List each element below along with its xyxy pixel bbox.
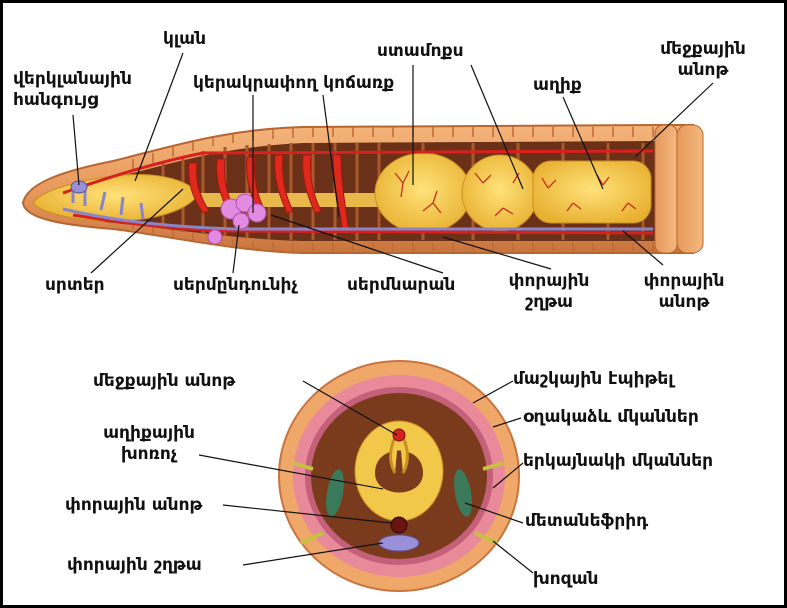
label-seminal-vesicle: սերմնարան (347, 275, 455, 296)
label-hearts: կերակրափող կոճառք (193, 73, 394, 94)
label-crop: ստամոքս (377, 41, 464, 62)
cs-ventral-nerve (379, 535, 419, 551)
label-seminal-receptacle: սերմընդունիչ (173, 275, 298, 296)
label-cs-typhlosole: աղիքային խոռոչ (99, 423, 199, 465)
label-intestine: աղիք (533, 75, 582, 96)
cs-ventral-vessel (391, 517, 407, 533)
label-cs-nephridium: մետանեֆրիդ (525, 511, 648, 532)
label-pharynx: կլան (163, 29, 206, 50)
cs-typhlosole (375, 451, 423, 493)
label-cs-setae: խոզան (533, 569, 598, 590)
label-ventral-vessel-top: փորային անոթ (629, 271, 739, 313)
clitellum-ring1 (655, 125, 677, 253)
label-cs-circular-muscle: օղակաձև մկաններ (523, 407, 699, 428)
gizzard (462, 155, 538, 231)
label-cs-dorsal-vessel: մեջքային անոթ (93, 371, 235, 392)
label-aorta: սրտեր (45, 275, 105, 296)
label-cerebral-ganglion: վերկլանային հանգույց (13, 69, 132, 111)
worm-longitudinal (23, 125, 703, 253)
crop (375, 153, 471, 233)
clitellum-ring2 (677, 125, 703, 253)
label-cs-ventral-nerve: փորային շղթա (67, 555, 202, 576)
cs-dorsal-vessel (393, 429, 405, 441)
label-cs-longitudinal-muscle: երկայնակի մկաններ (523, 451, 713, 472)
intestine (533, 161, 651, 223)
label-ventral-nerve-top: փորային շղթա (499, 271, 599, 313)
label-cs-ventral-vessel: փորային անոթ (65, 495, 202, 516)
label-cs-cuticle: մաշկային էպիթել (513, 369, 674, 390)
label-dorsal-vessel-top: մեջքային անոթ (643, 39, 763, 81)
